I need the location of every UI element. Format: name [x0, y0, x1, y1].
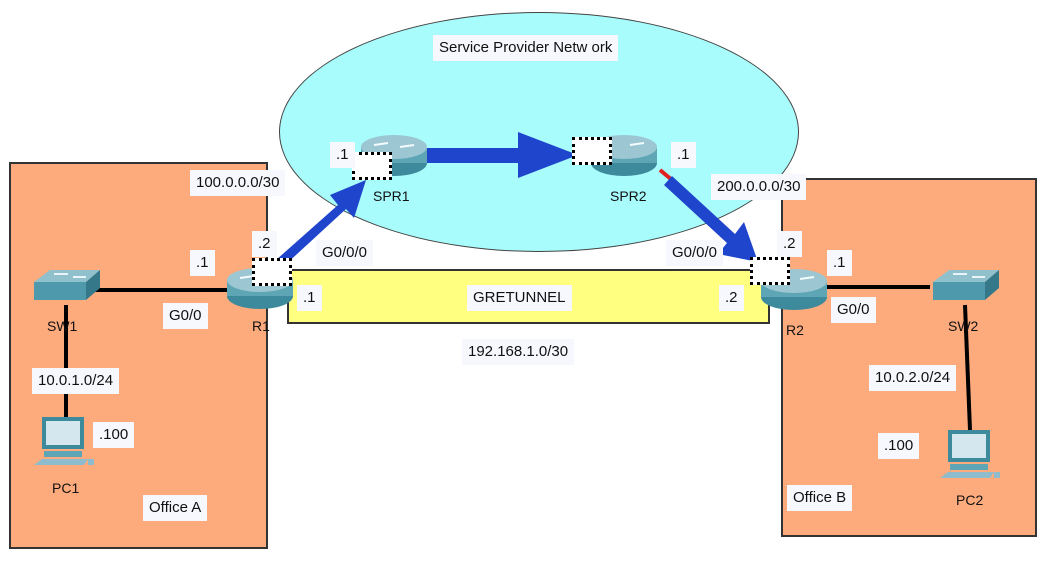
ip-label-r1-wan: .2 [252, 231, 277, 257]
ip-label-pc1: .100 [93, 422, 135, 448]
tunnel-network-label: 192.168.1.0/30 [462, 339, 575, 365]
device-label-sw1: SW1 [47, 318, 78, 334]
device-label-pc2: PC2 [956, 492, 984, 508]
device-label-spr2: SPR2 [610, 188, 647, 204]
interface-label-r1-g00: G0/0 [163, 303, 208, 329]
arrow-r1-to-spr1 [276, 180, 366, 266]
ip-label-r2-wan: .2 [777, 231, 802, 257]
device-label-r2: R2 [786, 322, 804, 338]
arrow-spr2-to-r2 [664, 176, 758, 262]
switch-icon[interactable] [927, 268, 999, 306]
ip-label-spr2: .1 [671, 142, 696, 168]
device-label-pc1: PC1 [52, 480, 80, 496]
office-a-label: Office A [143, 495, 208, 521]
device-label-r1: R1 [252, 318, 270, 334]
office-a-area [9, 162, 268, 549]
tunnel-label: GRETUNNEL [467, 285, 572, 311]
interface-label-r1-g000: G0/0/0 [316, 240, 374, 266]
device-label-sw2: SW2 [948, 318, 979, 334]
pc-icon[interactable] [32, 415, 100, 471]
network-label-200: 200.0.0.0/30 [711, 174, 807, 200]
pc-icon[interactable] [938, 428, 1006, 484]
interface-label-r2-g000: G0/0/0 [666, 240, 724, 266]
network-label-lan-a: 10.0.1.0/24 [32, 368, 120, 394]
arrow-spr1-to-spr2 [425, 132, 578, 178]
pdu-envelope-icon[interactable] [252, 258, 292, 286]
network-label-100: 100.0.0.0/30 [190, 170, 286, 196]
ip-label-r1-tunnel: .1 [297, 285, 322, 311]
switch-icon[interactable] [28, 268, 100, 306]
ip-label-r2-lan: .1 [827, 250, 852, 276]
pdu-envelope-icon[interactable] [352, 152, 392, 180]
network-label-lan-b: 10.0.2.0/24 [869, 365, 957, 391]
ip-label-pc2: .100 [878, 433, 920, 459]
device-label-spr1: SPR1 [373, 188, 410, 204]
link-sw2-pc2[interactable] [963, 304, 972, 431]
office-b-label: Office B [787, 485, 853, 511]
pdu-envelope-icon[interactable] [750, 257, 790, 285]
ip-label-spr1: .1 [330, 142, 355, 168]
cloud-label: Service Provider Netw ork [433, 35, 619, 61]
ip-label-r2-tunnel: .2 [719, 285, 744, 311]
interface-label-r2-g00: G0/0 [831, 297, 876, 323]
ip-label-r1-lan: .1 [190, 250, 215, 276]
pdu-envelope-icon[interactable] [572, 137, 612, 165]
